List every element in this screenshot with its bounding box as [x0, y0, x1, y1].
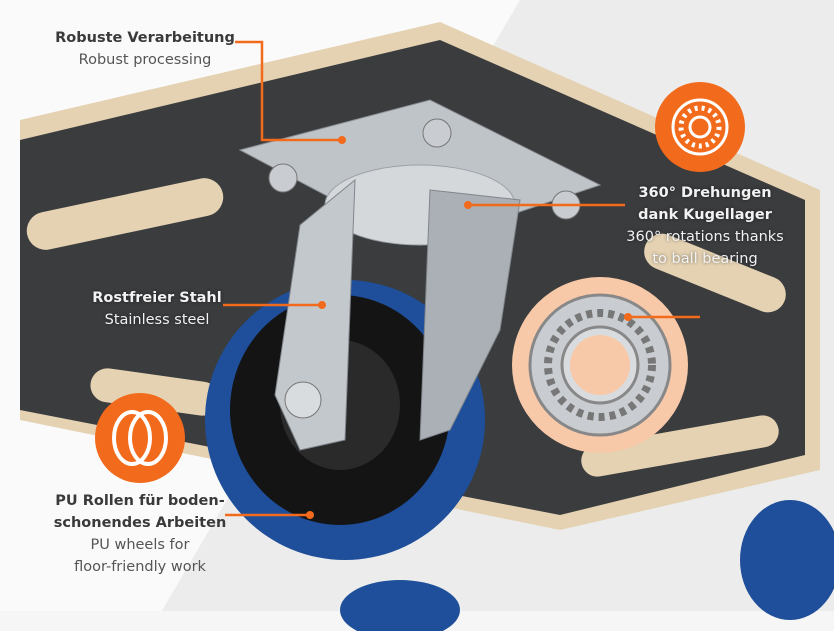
label-de-2: dank Kugellager [638, 207, 772, 223]
label-de: Rostfreier Stahl [92, 290, 222, 306]
label-de-1: PU Rollen für boden- [55, 493, 225, 509]
wheel-icon [95, 393, 185, 483]
label-en: Stainless steel [104, 312, 210, 328]
label-rotation: 360° Drehungen dank Kugellager 360° rota… [600, 182, 810, 270]
bearing-icon [655, 82, 745, 172]
label-en-2: floor-friendly work [74, 559, 206, 575]
label-en-2: to ball bearing [652, 251, 758, 267]
label-en-1: PU wheels for [90, 537, 190, 553]
steel-fork [274, 178, 521, 451]
label-pu-wheels: PU Rollen für boden- schonendes Arbeiten… [40, 490, 240, 578]
label-stainless-steel: Rostfreier Stahl Stainless steel [82, 287, 232, 331]
label-robust-processing: Robuste Verarbeitung Robust processing [50, 27, 240, 71]
label-de-2: schonendes Arbeiten [53, 515, 227, 531]
label-de: Robuste Verarbeitung [55, 30, 235, 46]
label-en-1: 360° rotations thanks [626, 229, 784, 245]
label-de-1: 360° Drehungen [638, 185, 772, 201]
leader-lines [223, 40, 700, 517]
label-en: Robust processing [78, 52, 212, 68]
ball-bearing [512, 277, 688, 453]
